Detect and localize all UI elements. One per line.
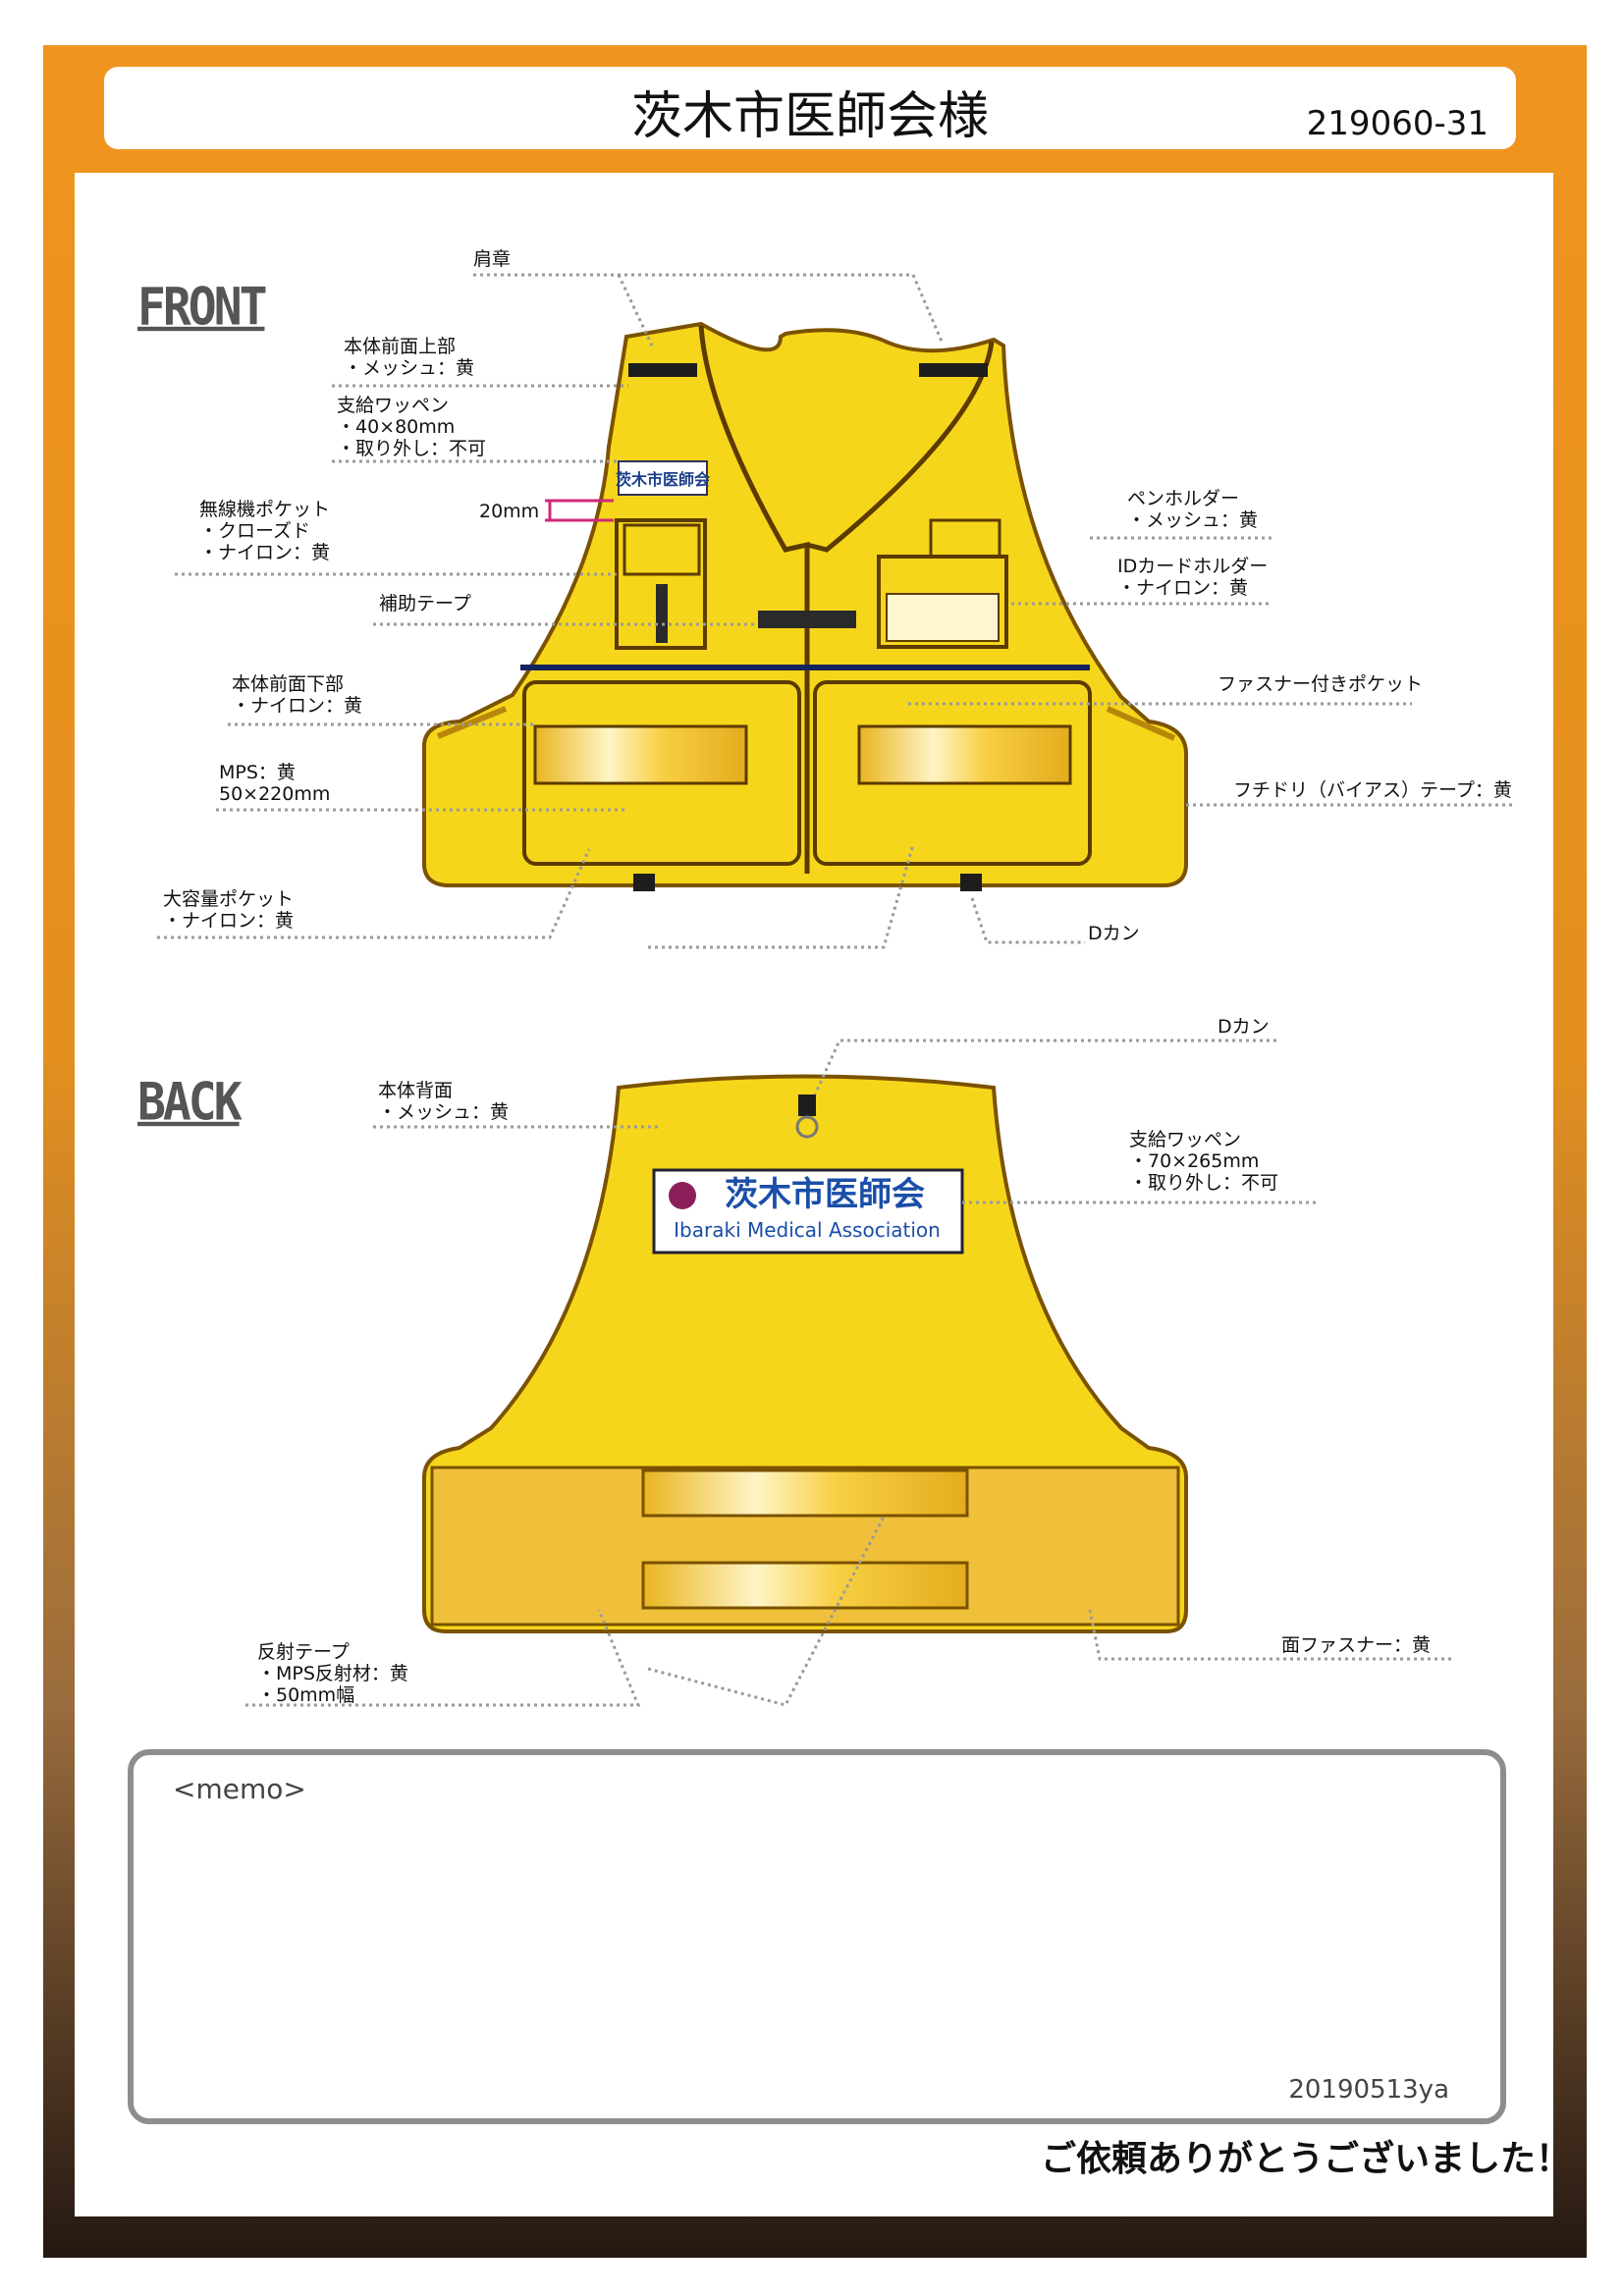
front-small-patch-text: 茨木市医師会: [616, 470, 710, 489]
back-patch-title: 茨木市医師会: [725, 1175, 925, 1214]
label-hook-loop: 面ファスナー：黄: [1281, 1634, 1432, 1656]
front-small-patch: [618, 460, 708, 496]
label-aux-tape: 補助テープ: [379, 593, 471, 614]
label-small-patch: 支給ワッペン ・40×80mm ・取り外し：不可: [337, 395, 487, 459]
back-patch-emblem: [669, 1182, 696, 1209]
label-front-d-ring: Dカン: [1088, 923, 1140, 944]
front-vest: 茨木市医師会: [422, 321, 1188, 891]
left-d-ring: [633, 874, 655, 891]
front-section-title: FRONT: [137, 277, 267, 338]
thanks-message: ご依頼ありがとうございました！: [1041, 2139, 1572, 2179]
dimension-marker: [545, 499, 614, 522]
memo-label: <memo>: [173, 1773, 306, 1805]
label-upper-body: 本体前面上部 ・メッシュ：黄: [344, 336, 475, 379]
title-bar: 茨木市医師会様 219060-31: [104, 67, 1516, 149]
pen-holder: [929, 518, 1001, 560]
page-title: 茨木市医師会様: [630, 87, 989, 146]
label-reflective-tape: 反射テープ ・MPS反射材：黄 ・50mm幅: [257, 1641, 408, 1706]
label-dimension: 20mm: [479, 501, 540, 522]
label-zip-pocket: ファスナー付きポケット: [1218, 673, 1424, 695]
label-back-body: 本体背面 ・メッシュ：黄: [378, 1080, 510, 1123]
label-lower-body: 本体前面下部 ・ナイロン：黄: [232, 673, 363, 717]
memo-date: 20190513ya: [1288, 2075, 1449, 2105]
back-upper-mps: [641, 1468, 969, 1518]
aux-tape-bar: [758, 611, 856, 628]
label-large-pocket: 大容量ポケット ・ナイロン：黄: [163, 888, 295, 932]
back-patch: [652, 1168, 964, 1255]
back-d-ring-tab: [798, 1095, 816, 1116]
label-binding-tape: フチドリ（バイアス）テープ：黄: [1233, 779, 1512, 801]
back-lower-mps: [641, 1561, 969, 1610]
right-mps-strip: [857, 724, 1072, 785]
right-d-ring: [960, 874, 982, 891]
back-d-ring: [795, 1115, 819, 1139]
label-mps: MPS：黄 50×220mm: [219, 762, 331, 805]
front-binding: [436, 706, 1176, 741]
id-card-window: [886, 593, 1000, 642]
label-back-patch: 支給ワッペン ・70×265mm ・取り外し：不可: [1129, 1129, 1279, 1194]
back-section-title: BACK: [137, 1072, 243, 1133]
radio-pocket-strap: [656, 584, 668, 643]
order-code: 219060-31: [1306, 104, 1489, 143]
left-mps-strip: [533, 724, 748, 785]
radio-pocket-flap: [623, 523, 701, 576]
label-id-holder: IDカードホルダー ・ナイロン：黄: [1117, 556, 1269, 599]
front-leaders: [157, 273, 1512, 949]
label-back-d-ring: Dカン: [1218, 1016, 1270, 1038]
back-vest: 茨木市医師会 Ibaraki Medical Association: [422, 1074, 1188, 1633]
back-patch-subtitle: Ibaraki Medical Association: [674, 1218, 941, 1242]
right-epaulette: [919, 363, 988, 377]
back-leaders: [245, 1039, 1453, 1707]
left-epaulette: [628, 363, 697, 377]
label-radio-pocket: 無線機ポケット ・クローズド ・ナイロン：黄: [199, 499, 331, 563]
label-epaulette: 肩章: [473, 248, 512, 270]
label-pen-holder: ペンホルダー ・メッシュ：黄: [1127, 488, 1259, 531]
memo-box[interactable]: <memo> 20190513ya: [128, 1749, 1506, 2124]
